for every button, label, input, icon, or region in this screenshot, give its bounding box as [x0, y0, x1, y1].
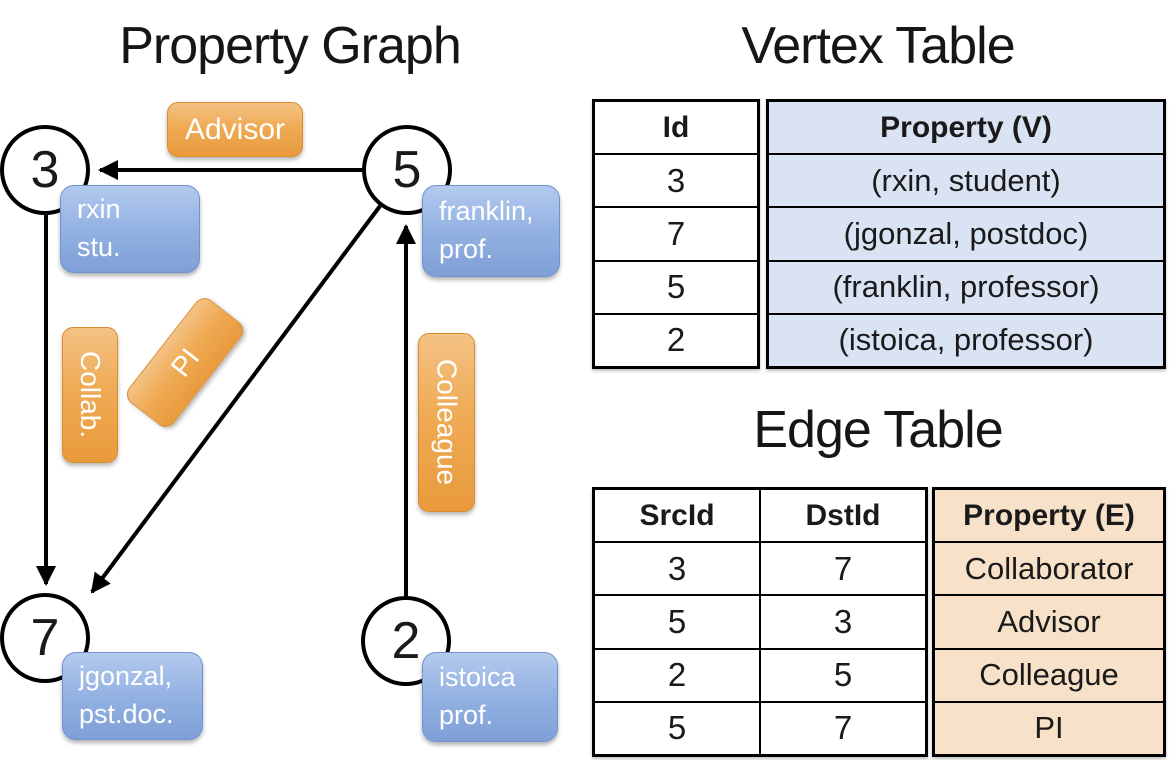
table-row: PI — [935, 700, 1163, 755]
table-row: Collaborator — [935, 541, 1163, 595]
dst-id: 5 — [833, 656, 853, 694]
table-row: (rxin, student) — [769, 153, 1163, 207]
vertex-id-header: Id — [662, 110, 690, 144]
property-box-franklin: franklin, prof. — [422, 185, 560, 277]
istoica-name: istoica — [439, 662, 516, 693]
table-row: Colleague — [935, 647, 1163, 701]
node-5-circle: 5 — [362, 125, 452, 215]
node-5-id: 5 — [392, 141, 422, 199]
edge-table-id-columns: SrcId DstId 3 7 5 3 2 5 5 7 — [592, 487, 928, 757]
table-row: (istoica, professor) — [769, 312, 1163, 367]
src-id: 2 — [595, 649, 761, 701]
table-row: Advisor — [935, 594, 1163, 648]
node-7-id: 7 — [30, 609, 60, 667]
franklin-role: prof. — [439, 234, 494, 264]
edge-label-advisor: Advisor — [167, 102, 303, 157]
src-id: 5 — [595, 596, 761, 648]
edge-table-title: Edge Table — [753, 401, 1003, 459]
franklin-name: franklin, — [439, 196, 534, 227]
edge-dstid-header: DstId — [805, 498, 881, 532]
graph-edges — [36, 160, 416, 596]
property-graph-title: Property Graph — [119, 17, 462, 75]
node-2-circle: 2 — [361, 596, 451, 686]
table-row: (franklin, professor) — [769, 259, 1163, 313]
dst-id: 7 — [833, 549, 853, 587]
vertex-table-title: Vertex Table — [741, 17, 1015, 75]
property-box-rxin: rxin stu. — [60, 185, 200, 273]
table-row: 2 5 — [595, 647, 925, 701]
node-2-id: 2 — [391, 612, 421, 670]
dst-id: 7 — [833, 709, 853, 747]
jgonzal-name: jgonzal, — [79, 661, 173, 692]
edge-table-property-column: Property (E) Collaborator Advisor Collea… — [932, 487, 1166, 757]
src-id: 5 — [595, 702, 761, 755]
property-box-istoica: istoica prof. — [422, 652, 558, 742]
vertex-table-property-column: Property (V) (rxin, student) (jgonzal, p… — [766, 99, 1166, 369]
vertex-table-id-column: Id 3 7 5 2 — [592, 99, 760, 369]
edge-label-colleague: Colleague — [418, 333, 475, 512]
table-row: 3 7 — [595, 541, 925, 595]
node-3-id: 3 — [30, 141, 60, 199]
table-row: 5 7 — [595, 700, 925, 755]
table-row: 2 — [595, 312, 757, 366]
table-row: 5 — [595, 259, 757, 313]
jgonzal-role: pst.doc. — [79, 699, 174, 729]
table-row: (jgonzal, postdoc) — [769, 206, 1163, 260]
src-id: 3 — [595, 543, 761, 595]
istoica-role: prof. — [439, 700, 494, 730]
edge-5-to-7 — [90, 204, 382, 594]
edge-label-collab: Collab. — [62, 327, 118, 463]
dst-id: 3 — [833, 603, 853, 640]
edge-srcid-header: SrcId — [595, 490, 761, 542]
rxin-name: rxin — [77, 194, 121, 225]
table-row: 3 — [595, 153, 757, 206]
table-row: 5 3 — [595, 594, 925, 648]
vertex-property-header: Property (V) — [769, 102, 1163, 154]
property-box-jgonzal: jgonzal, pst.doc. — [62, 652, 203, 740]
edge-property-header: Property (E) — [935, 490, 1163, 542]
rxin-role: stu. — [77, 232, 121, 262]
table-row: 7 — [595, 206, 757, 259]
